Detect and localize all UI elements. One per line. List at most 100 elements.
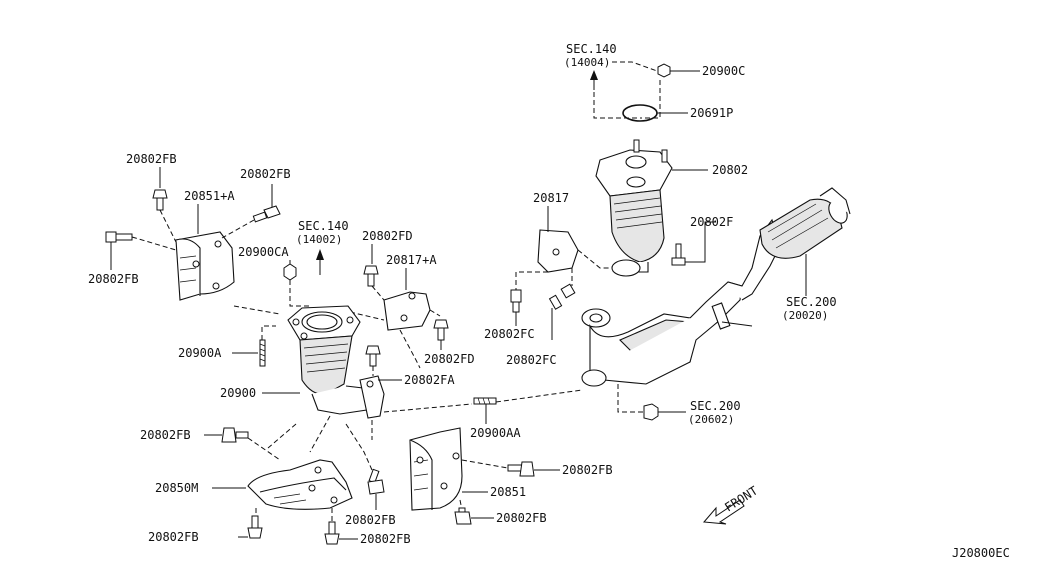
- catalyst-body: [299, 335, 353, 395]
- sec140-14002-title: SEC.140: [298, 219, 349, 233]
- bolt-head: [221, 427, 237, 443]
- part-20802FB-bolt-3[interactable]: 20802FB: [88, 231, 139, 286]
- flange-port: [626, 176, 646, 188]
- part-label-20802FD-1: 20802FD: [362, 229, 413, 243]
- part-20802FD-bolt-1[interactable]: 20802FD: [362, 229, 413, 287]
- part-20802FC-bolt-a[interactable]: 20802FC: [484, 289, 535, 341]
- sec200-20020-reference[interactable]: SEC.200 (20020): [782, 254, 837, 322]
- stud-icon: [661, 149, 668, 163]
- part-label-20900CA: 20900CA: [238, 245, 289, 259]
- part-20802FC-bolt-b[interactable]: 20802FC: [506, 283, 576, 367]
- bolt-head: [247, 527, 263, 539]
- part-20802FB-bolt-7[interactable]: 20802FB: [345, 468, 396, 527]
- leader-dashed: [371, 285, 385, 301]
- leader-dashed: [233, 305, 281, 315]
- leader-dashed: [159, 209, 177, 243]
- part-20802FB-bolt-9[interactable]: 20802FB: [454, 507, 547, 525]
- catalyst-body: [609, 189, 665, 263]
- part-20900CA-nut[interactable]: 20900CA: [238, 245, 297, 281]
- catalyst-shading: [303, 343, 349, 373]
- part-20851A-heat-shield[interactable]: 20851+A: [175, 189, 235, 301]
- bolt-thread: [548, 294, 563, 310]
- part-20900A-stud[interactable]: 20900A: [178, 339, 266, 367]
- part-label-20802FB-9: 20802FB: [496, 511, 547, 525]
- part-label-20802FC-b: 20802FC: [506, 353, 557, 367]
- bolt-icon: [510, 289, 522, 303]
- bracket-hole: [552, 248, 560, 256]
- part-label-20851A: 20851+A: [184, 189, 235, 203]
- flange-hole: [292, 318, 300, 326]
- sec140-14002-subtitle: (14002): [296, 233, 342, 246]
- part-20900AA-stud[interactable]: 20900AA: [470, 397, 521, 440]
- bolt-icon: [369, 353, 377, 367]
- sec200-20020-subtitle: (20020): [782, 309, 828, 322]
- bracket-hole: [408, 292, 416, 300]
- bolt-thread: [512, 301, 520, 313]
- heat-shield-shading: [273, 493, 307, 505]
- arrow-up-icon: [316, 249, 324, 260]
- part-label-20802FB-2: 20802FB: [240, 167, 291, 181]
- part-20900-catalyst[interactable]: 20900: [220, 305, 385, 419]
- sec140-14004-reference[interactable]: SEC.140 (14004): [564, 42, 617, 90]
- part-20802-catalyst[interactable]: 20802: [595, 139, 748, 277]
- part-20802FD-bolt-2[interactable]: 20802FD: [424, 319, 475, 366]
- bolt-head: [519, 461, 535, 477]
- part-20850M-heat-shield[interactable]: 20850M: [155, 459, 353, 510]
- bolt-head: [454, 511, 472, 525]
- part-20851-heat-shield[interactable]: 20851: [409, 427, 526, 511]
- part-label-20802FB-4: 20802FB: [140, 428, 191, 442]
- part-label-20850M: 20850M: [155, 481, 198, 495]
- sec140-14002-reference[interactable]: SEC.140 (14002): [296, 219, 349, 275]
- leader-dashed: [399, 329, 421, 369]
- part-label-20802FD-2: 20802FD: [424, 352, 475, 366]
- leader-dashed: [221, 219, 255, 239]
- part-20817A-bracket[interactable]: 20817+A: [383, 253, 437, 331]
- catalyst-shading: [613, 197, 663, 229]
- bolt-icon: [115, 233, 133, 241]
- part-20900C-nut[interactable]: 20900C: [657, 63, 745, 78]
- part-label-20802FB-6: 20802FB: [360, 532, 411, 546]
- part-20802F-bolt[interactable]: 20802F: [671, 215, 733, 266]
- part-20802FB-bolt-2[interactable]: 20802FB: [240, 167, 291, 223]
- leader-dashed: [577, 249, 612, 269]
- part-20802FA-bolt[interactable]: 20802FA: [365, 345, 455, 387]
- diagram-code: J20800EC: [952, 546, 1010, 560]
- part-20802FB-bolt-6[interactable]: 20802FB: [324, 521, 411, 546]
- part-label-20802FB-7: 20802FB: [345, 513, 396, 527]
- part-label-20802: 20802: [712, 163, 748, 177]
- front-label: FRONT: [722, 484, 760, 515]
- part-20691P-ring[interactable]: 20691P: [622, 104, 733, 122]
- part-label-20802FB-3: 20802FB: [88, 272, 139, 286]
- bolt-icon: [328, 521, 336, 535]
- part-20802FB-bolt-5[interactable]: 20802FB: [148, 515, 263, 544]
- part-20802FB-bolt-4[interactable]: 20802FB: [140, 427, 249, 443]
- sec200-20602-reference[interactable]: SEC.200 (20602): [617, 384, 741, 426]
- leader-dashed: [383, 403, 473, 413]
- part-label-20851: 20851: [490, 485, 526, 499]
- part-20802FB-bolt-1[interactable]: 20802FB: [126, 152, 177, 211]
- heat-shield-body: [409, 427, 463, 511]
- leader-dashed: [515, 271, 548, 290]
- leader-dashed: [617, 384, 644, 413]
- part-label-20802FB-5: 20802FB: [148, 530, 199, 544]
- flange-port: [625, 155, 647, 169]
- leader-dashed: [461, 459, 509, 469]
- rear-catalyst-body: [759, 198, 843, 259]
- part-front-tube-assembly[interactable]: [581, 187, 851, 387]
- heat-shield-hole: [308, 484, 316, 492]
- part-20802FB-bolt-8[interactable]: 20802FB: [507, 461, 613, 477]
- heat-shield-hole: [314, 466, 322, 474]
- nut-icon: [657, 63, 671, 78]
- leader-dashed: [345, 423, 373, 471]
- heat-shield-fold: [259, 477, 347, 493]
- arrow-up-icon: [590, 70, 598, 80]
- part-20817-bracket[interactable]: 20817: [533, 191, 579, 273]
- bolt-head: [671, 257, 686, 266]
- bracket-plate: [383, 291, 431, 331]
- outlet-flange: [359, 375, 385, 419]
- bolt-icon: [367, 273, 375, 287]
- leader-dashed: [261, 325, 276, 340]
- leader-dashed: [131, 236, 177, 251]
- flange-hole: [346, 316, 354, 324]
- leader-dashed: [247, 437, 281, 461]
